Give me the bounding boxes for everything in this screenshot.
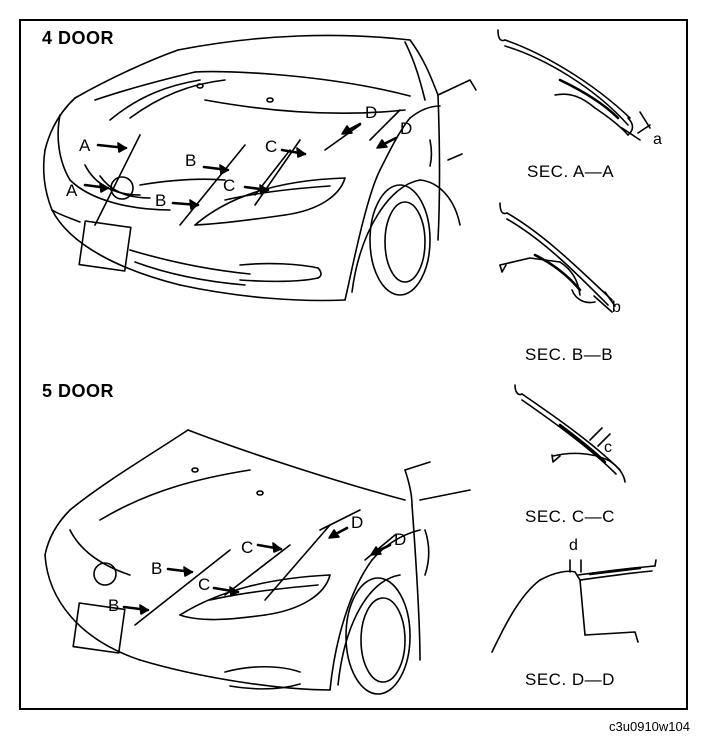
- dim-a: a: [653, 131, 662, 148]
- callout-a-upper-4door: A: [79, 136, 91, 155]
- diagram-frame: [19, 19, 688, 710]
- callout-a-lower-4door: A: [66, 181, 78, 200]
- heading-4-door: 4 DOOR: [42, 28, 115, 48]
- callout-d-lower-4door: D: [400, 119, 413, 138]
- car-4door-drawing: [42, 34, 477, 302]
- callout-b-upper-4door: B: [185, 151, 197, 170]
- section-bb-title: SEC. B—B: [525, 345, 614, 364]
- section-cc-drawing: [514, 384, 626, 483]
- callout-b-upper-5door: B: [151, 559, 163, 578]
- section-dd-title: SEC. D—D: [525, 670, 615, 689]
- callout-c-upper-5door: C: [241, 538, 254, 557]
- section-cc-title: SEC. C—C: [525, 507, 615, 526]
- figure-code: c3u0910w104: [609, 719, 690, 734]
- dim-b: b: [612, 299, 621, 316]
- callout-c-lower-4door: C: [223, 176, 236, 195]
- section-bb-drawing: [499, 202, 616, 313]
- heading-5-door: 5 DOOR: [42, 381, 115, 401]
- callout-b-lower-4door: B: [155, 191, 167, 210]
- callout-d-upper-4door: D: [365, 103, 378, 122]
- callout-b-lower-5door: B: [108, 596, 120, 615]
- dim-d: d: [569, 537, 578, 554]
- car-5door-drawing: [44, 429, 471, 695]
- callout-c-upper-4door: C: [265, 137, 278, 156]
- section-aa-drawing: [497, 29, 651, 141]
- section-dd-drawing: [491, 559, 657, 653]
- callout-d-upper-5door: D: [351, 513, 364, 532]
- section-aa-title: SEC. A—A: [527, 162, 615, 181]
- callout-d-lower-5door: D: [394, 530, 407, 549]
- callout-c-lower-5door: C: [198, 575, 211, 594]
- dim-c: c: [604, 439, 612, 456]
